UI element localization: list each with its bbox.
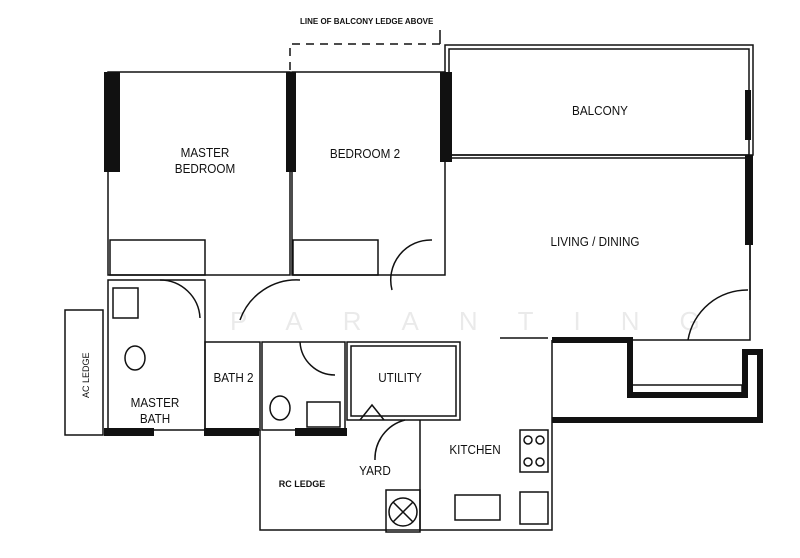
- ac-ledge-outline: [64, 309, 104, 436]
- toilet-icon: [124, 345, 146, 371]
- room-label-master-bedroom: MASTER BEDROOM: [174, 145, 236, 176]
- room-label-ac-ledge: AC LEDGE: [81, 352, 91, 398]
- washer-icon: [385, 489, 421, 533]
- room-label-living-dining: LIVING / DINING: [550, 234, 640, 249]
- balcony-ledge-annotation: LINE OF BALCONY LEDGE ABOVE: [300, 17, 434, 26]
- stove-icon: [523, 435, 533, 445]
- room-label-kitchen: KITCHEN: [449, 442, 501, 457]
- balcony-ledge-line: [289, 43, 440, 70]
- balcony-outline: [444, 44, 754, 156]
- room-label-balcony: BALCONY: [572, 103, 628, 118]
- door-swing: [239, 279, 301, 321]
- ledge-outline: [552, 337, 763, 423]
- kitchen-outline: [419, 340, 553, 531]
- basin-icon: [112, 287, 139, 319]
- room-label-master-bath: MASTER BATH: [130, 395, 180, 426]
- room-label-rc-ledge: RC LEDGE: [278, 479, 326, 489]
- room-label-utility: UTILITY: [378, 370, 422, 385]
- room-label-bath-2: BATH 2: [213, 370, 254, 385]
- watermark: PARANTING: [230, 306, 740, 336]
- sink-icon: [454, 494, 501, 521]
- bath-2-outline: [204, 341, 261, 431]
- room-label-yard: YARD: [359, 463, 391, 478]
- bedroom-2-outline: [291, 71, 446, 276]
- room-label-bedroom-2: BEDROOM 2: [329, 146, 401, 161]
